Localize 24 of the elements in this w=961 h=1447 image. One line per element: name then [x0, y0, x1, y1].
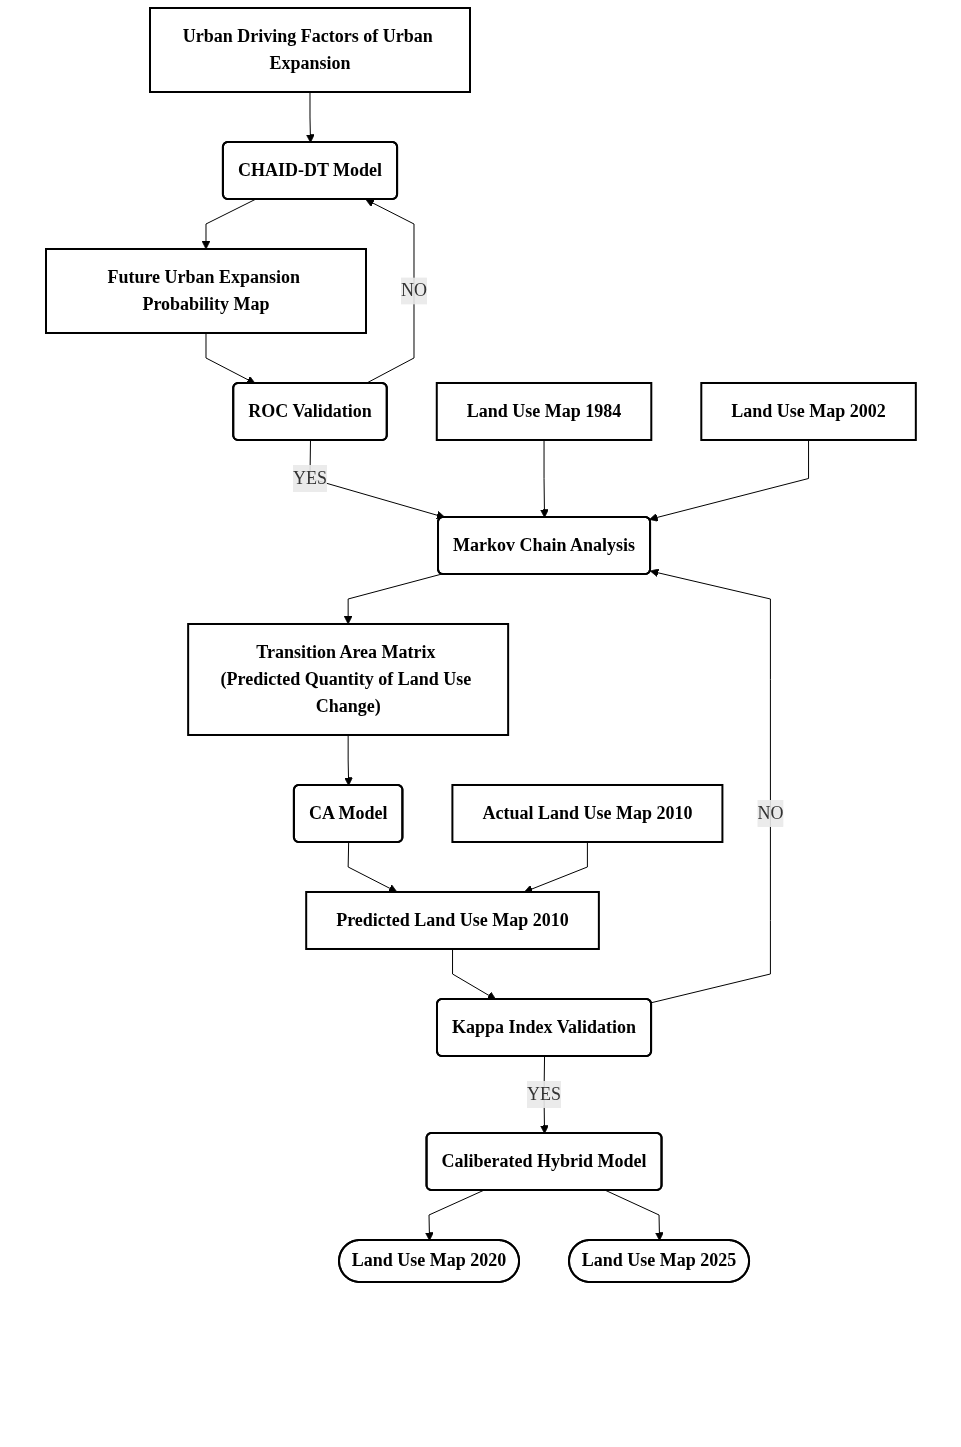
arrow: [365, 199, 415, 384]
arrow: [201, 199, 256, 250]
edge-label: NO: [400, 280, 427, 301]
arrow: [343, 573, 442, 625]
node-box: Urban Driving Factors of Urban Expansion: [148, 7, 471, 93]
edge-label: NO: [756, 802, 783, 823]
node-box: Future Urban Expansion Probability Map: [44, 248, 367, 334]
arrow: [205, 332, 256, 384]
arrow: [343, 734, 353, 786]
arrow: [424, 1190, 484, 1241]
arrow: [649, 568, 771, 1004]
node-box: Land Use Map 1984: [435, 382, 652, 441]
edge-label: YES: [292, 467, 327, 488]
node-box: Actual Land Use Map 2010: [451, 784, 723, 843]
arrow: [539, 439, 549, 518]
arrow: [305, 91, 315, 143]
node-box: Transition Area Matrix (Predicted Quantity of Land Use Change): [186, 623, 509, 736]
node-box: Land Use Map 2002: [699, 382, 917, 441]
node-box: Predicted Land Use Map 2010: [304, 891, 600, 950]
arrow: [451, 948, 496, 1000]
arrow: [604, 1190, 664, 1241]
arrow: [648, 439, 809, 522]
edge-label: YES: [526, 1083, 561, 1104]
arrow: [347, 842, 397, 893]
